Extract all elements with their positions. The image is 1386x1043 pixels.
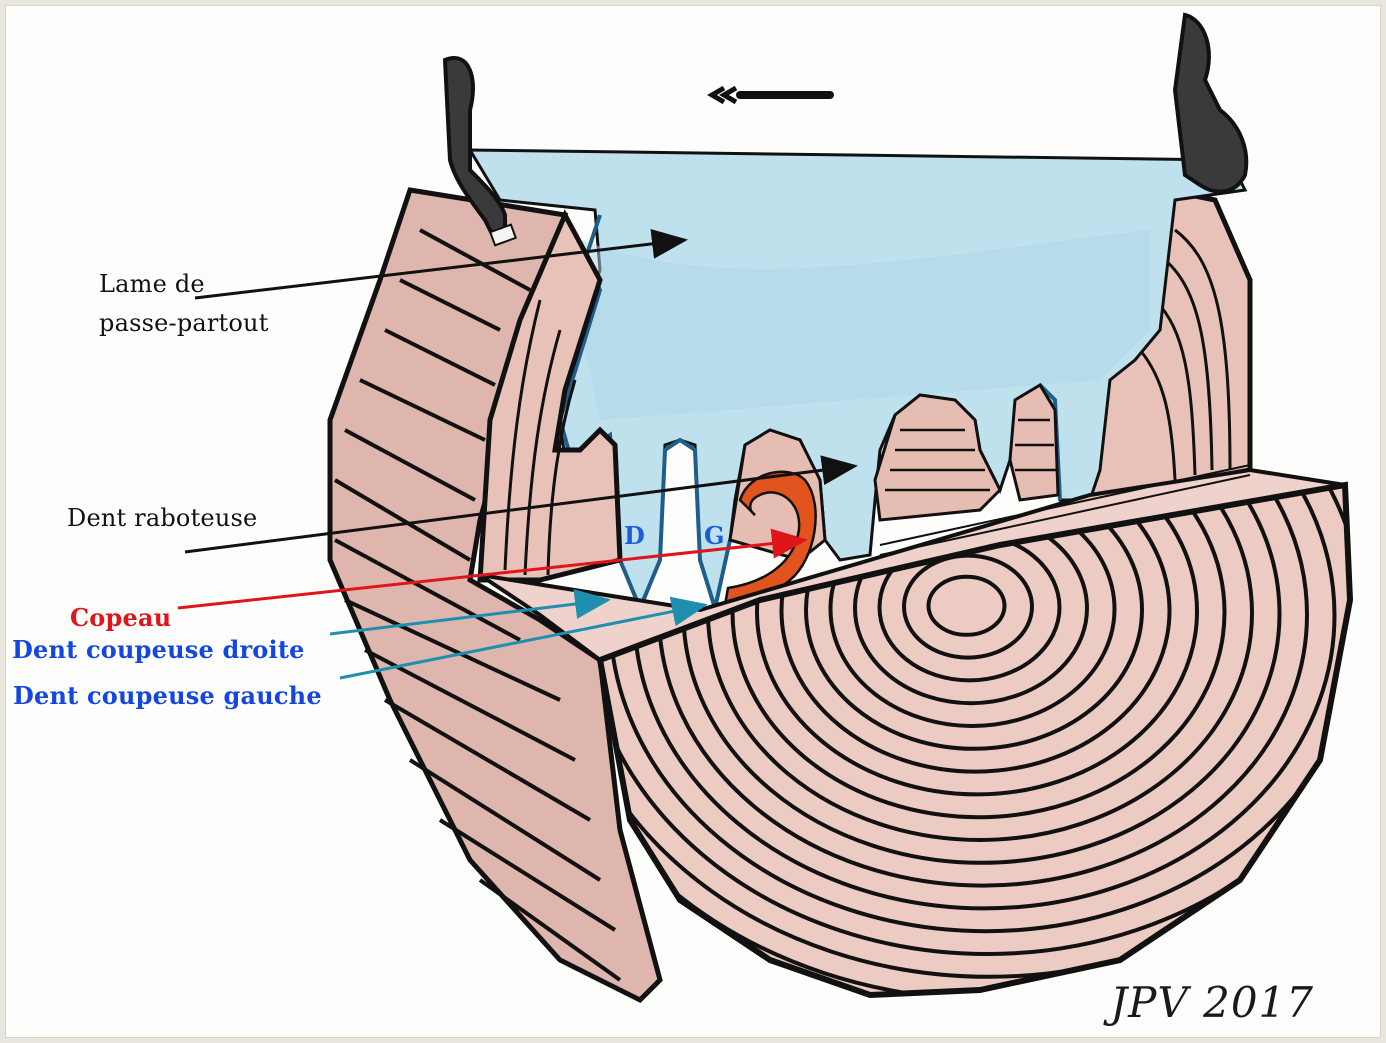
right-cutter-label: Dent coupeuse droite [12, 636, 305, 664]
right-handle [1175, 15, 1246, 192]
signature: JPV 2017 [1110, 978, 1314, 1027]
direction-arrow [712, 88, 830, 102]
drawing-frame: Lame de passe-partout Dent raboteuse Cop… [6, 6, 1380, 1037]
planer-tooth-label: Dent raboteuse [67, 504, 257, 532]
left-cutter-label: Dent coupeuse gauche [13, 682, 322, 710]
blade-label-line2: passe-partout [99, 309, 269, 337]
blade-label-line1: Lame de [99, 270, 205, 298]
left-tooth-letter: G [704, 521, 725, 550]
right-tooth-letter: D [624, 521, 645, 550]
chip-label: Copeau [70, 604, 171, 632]
